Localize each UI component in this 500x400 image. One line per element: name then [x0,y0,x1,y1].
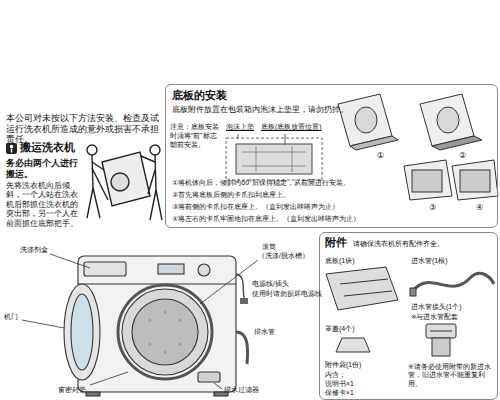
part-note: 说明书×1 [325,380,354,388]
part-label: 进水管(1根) [411,257,448,266]
part-label: 排水过滤器 [224,386,259,395]
part-label: 进水管接头(1个) [411,303,462,312]
part-label: 滚筒 [262,243,276,251]
warning-note: ※请务必使用附带的新进水管，旧进水管不能重复利用。 [408,363,494,388]
part-label: 附件袋(1份) [325,361,361,369]
instruction-text: 先将洗衣机向后倾斜，一个人站在洗衣机后部抓住洗衣机的突出部，另一个人在前面抓住底… [6,181,82,228]
step-text: ①将机体向后，倾斜约60°后保持稳定，从前面进行安装。 [172,179,350,188]
step-text: ③将前侧的卡爪扣在底座上。（直到发出咔嗒声为止） [172,203,339,212]
part-label: 窗密封垫 [58,386,86,395]
part-note: 使用时请勿损坏电源线 [252,290,322,298]
section-heading: 搬运洗衣机 [20,141,75,155]
part-note: ※与进水管配套 [411,313,458,321]
panel-heading: 附件 [325,236,347,250]
panel-note: 底板附件放置在包装箱内泡沫上垫里，请勿扔掉。 [172,105,348,114]
part-note: 保修卡×1 [325,389,354,397]
step-number: ④ [476,203,483,213]
panel-heading: 底板的安装 [172,89,227,103]
step-number: ① [377,151,384,161]
part-note: 内含： [325,371,346,379]
part-label: 罩盖(4个) [325,325,355,334]
step-number: ③ [429,203,436,213]
part-label: 电源线/插头 [252,280,289,288]
part-label: 机门 [4,313,18,322]
part-label: 底板(底板放置位置) [261,123,321,131]
accessory-panel: 附件请确保洗衣机所有配件齐全。底板(1块) 进水管(1根) 进水管接头(1个)※与进… [319,232,498,400]
part-label: 泡沫上垫 [226,123,254,131]
part-label: （洗涤/脱水槽） [258,252,309,260]
part-label: 排水管 [254,328,275,336]
part-label: 底板(1块) [325,257,355,266]
step-number: ② [459,151,466,161]
panel-note: 请确保洗衣机所有配件齐全。 [353,240,444,248]
step-text: ②首先将底板后侧的卡爪扣到底座上。 [172,191,290,200]
disclaimer-text: 本公司对未按以下方法安装、检查及试运行洗衣机所造成的意外或损害不承担责任。 [6,113,162,145]
caution-note: 注意：底板安装时须将“前”标志朝前安装。 [170,123,222,149]
part-label: 洗涤剂盒 [20,246,48,255]
install-panel: 底板的安装底板附件放置在包装箱内泡沫上垫里，请勿扔掉。注意：底板安装时须将“前”… [165,84,498,228]
warning-text: 务必由两个人进行搬运。 [6,158,80,179]
step-text: ④将左右的卡爪牢固地扣在底座上。（直到发出咔嗒声为止） [172,215,360,224]
